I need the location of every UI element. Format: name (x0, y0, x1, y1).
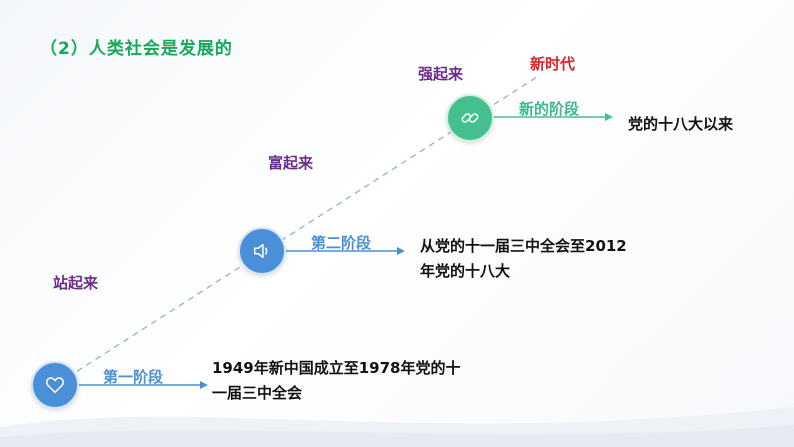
heart-icon (46, 377, 64, 394)
stage1-desc-line1: 1949年新中国成立至1978年党的十 (212, 359, 461, 377)
stage3-node (446, 94, 494, 142)
level-label-qiangqilai: 强起来 (418, 65, 464, 83)
page-title: （2）人类社会是发展的 (40, 39, 233, 59)
background-wave (0, 407, 794, 447)
stage1-desc-line2: 一届三中全会 (212, 384, 303, 402)
stage3-label: 新的阶段 (519, 100, 580, 118)
stage3-arrow (492, 113, 613, 121)
stage2-description: 从党的十一届三中全会至2012 年党的十八大 (420, 234, 627, 284)
level-label-zhanqilai: 站起来 (53, 274, 99, 292)
stage3-desc-line1: 党的十八大以来 (628, 115, 734, 133)
level-label-fuqilai: 富起来 (268, 154, 314, 172)
stage1-description: 1949年新中国成立至1978年党的十 一届三中全会 (212, 356, 461, 406)
link-icon (461, 113, 479, 123)
stage2-label: 第二阶段 (311, 234, 372, 252)
stage2-node (238, 227, 286, 275)
speaker-icon (253, 243, 268, 259)
stage3-description: 党的十八大以来 (628, 112, 733, 137)
level-label-xinshidai: 新时代 (530, 55, 576, 73)
stage1-arrow (76, 381, 208, 389)
stage1-node (31, 361, 79, 409)
stage2-desc-line1: 从党的十一届三中全会至2012 (420, 237, 627, 255)
stage2-desc-line2: 年党的十八大 (420, 262, 511, 280)
stage2-arrow (284, 247, 405, 255)
stage1-label: 第一阶段 (103, 368, 164, 386)
